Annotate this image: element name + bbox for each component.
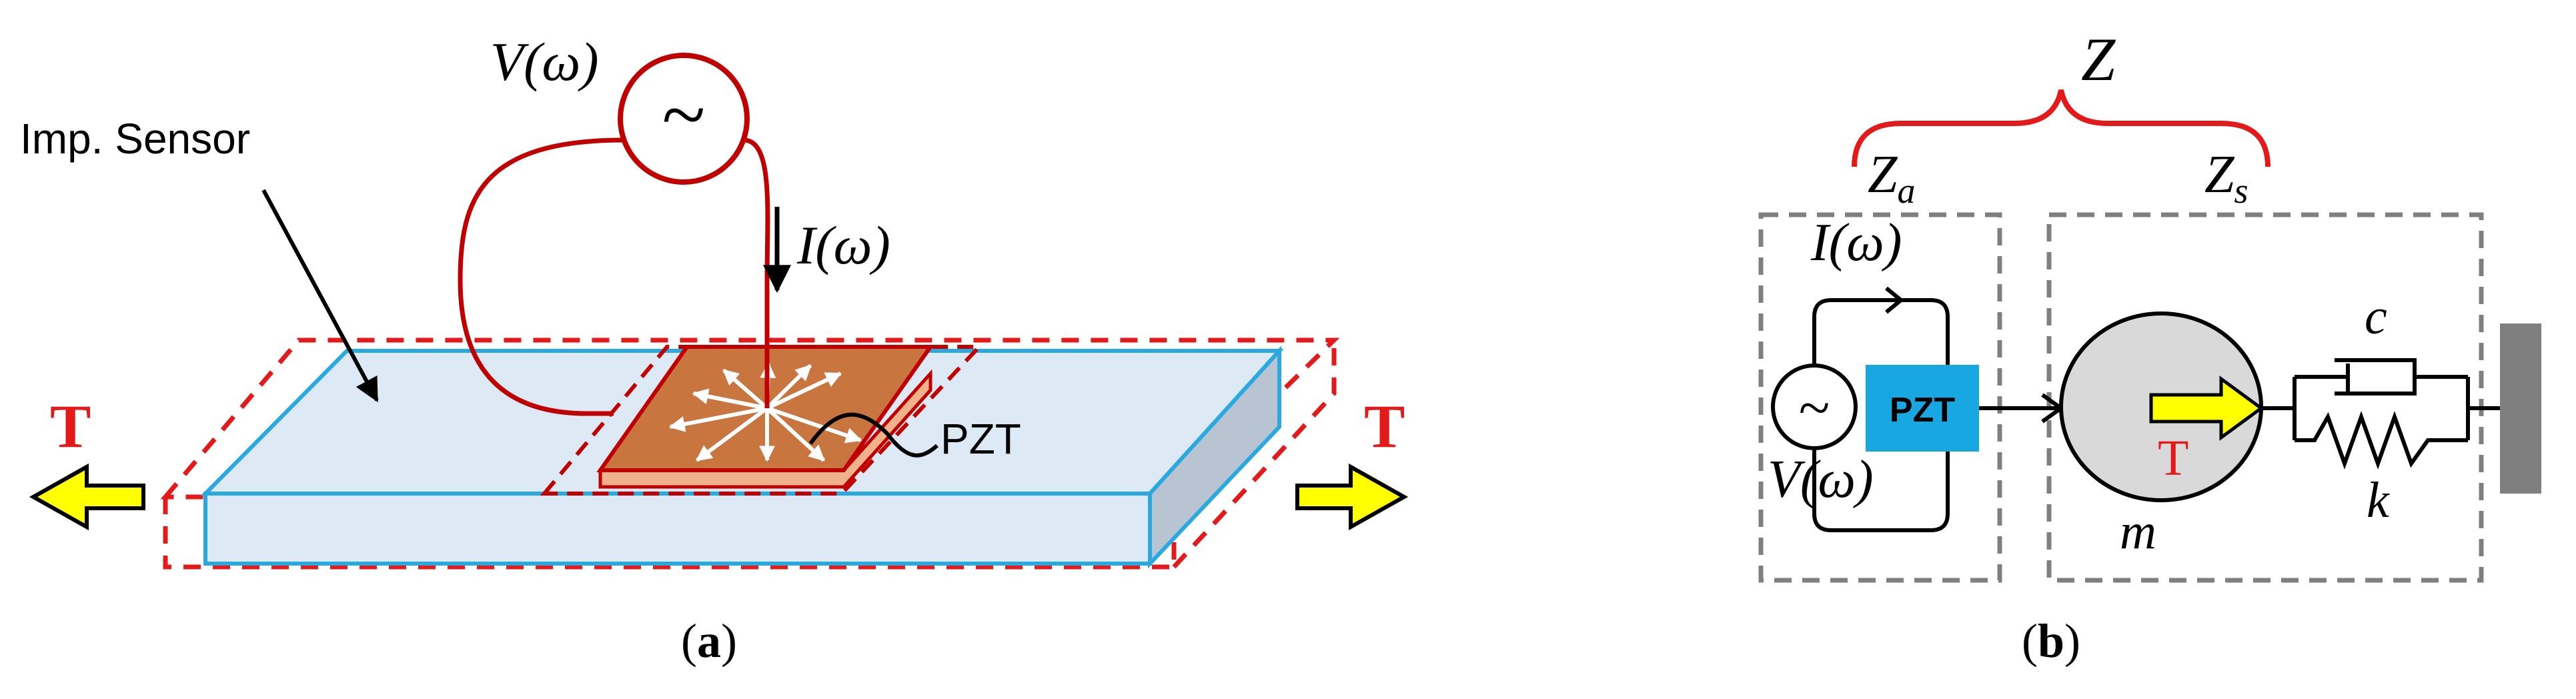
damper-label: c bbox=[2365, 289, 2387, 345]
pzt-label: PZT bbox=[940, 415, 1021, 463]
source-label: V(ω) bbox=[490, 31, 599, 92]
current-label: I(ω) bbox=[796, 215, 890, 275]
caption-a: (a) bbox=[681, 614, 737, 668]
ac-source-symbol: ~ bbox=[662, 70, 706, 159]
zs-label: Zs bbox=[2204, 145, 2248, 211]
pzt-block bbox=[1866, 365, 1979, 452]
za-label: Za bbox=[1868, 145, 1916, 211]
spring bbox=[2295, 411, 2468, 470]
plate-front-face bbox=[203, 492, 1152, 566]
tension-arrow-b bbox=[2149, 376, 2265, 441]
plate-side-face bbox=[1148, 345, 1281, 569]
circuit-current-arrowhead bbox=[1885, 286, 1904, 314]
panel-b: Z Za Zs ~ PZT T bbox=[1758, 25, 2541, 668]
spring-label: k bbox=[2367, 472, 2390, 528]
caption-b: (b) bbox=[2022, 614, 2080, 668]
circuit-loop bbox=[1812, 298, 1950, 532]
ac-source-circle bbox=[618, 53, 750, 185]
tension-label-right: T bbox=[1364, 392, 1405, 460]
z-main-label: Z bbox=[2081, 25, 2116, 93]
tension-arrow-left bbox=[29, 463, 145, 531]
damper bbox=[2295, 358, 2468, 396]
tension-label-left: T bbox=[50, 392, 91, 460]
sensor-pointer-arrow bbox=[261, 189, 379, 403]
current-label-b: I(ω) bbox=[1810, 213, 1902, 272]
z-brace bbox=[1852, 89, 2271, 167]
pzt-leader bbox=[808, 412, 938, 458]
source-label-b: V(ω) bbox=[1768, 450, 1874, 509]
wire-left bbox=[458, 137, 624, 416]
pzt-deformed-outline bbox=[540, 345, 984, 496]
za-dashed-box bbox=[1758, 212, 2002, 583]
pzt-block-label: PZT bbox=[1890, 391, 1955, 430]
tension-arrow-right bbox=[1295, 463, 1409, 531]
fixed-wall bbox=[2500, 323, 2541, 494]
tension-label-b: T bbox=[2158, 430, 2188, 486]
ac-source-circle-b bbox=[1771, 364, 1858, 450]
sensor-label: Imp. Sensor bbox=[20, 115, 250, 163]
panel-a: ~ V(ω) I(ω) Imp. Sensor PZT T T (a) bbox=[20, 31, 1409, 668]
ac-source-symbol-b: ~ bbox=[1799, 376, 1830, 440]
mass-label: m bbox=[2120, 504, 2156, 560]
